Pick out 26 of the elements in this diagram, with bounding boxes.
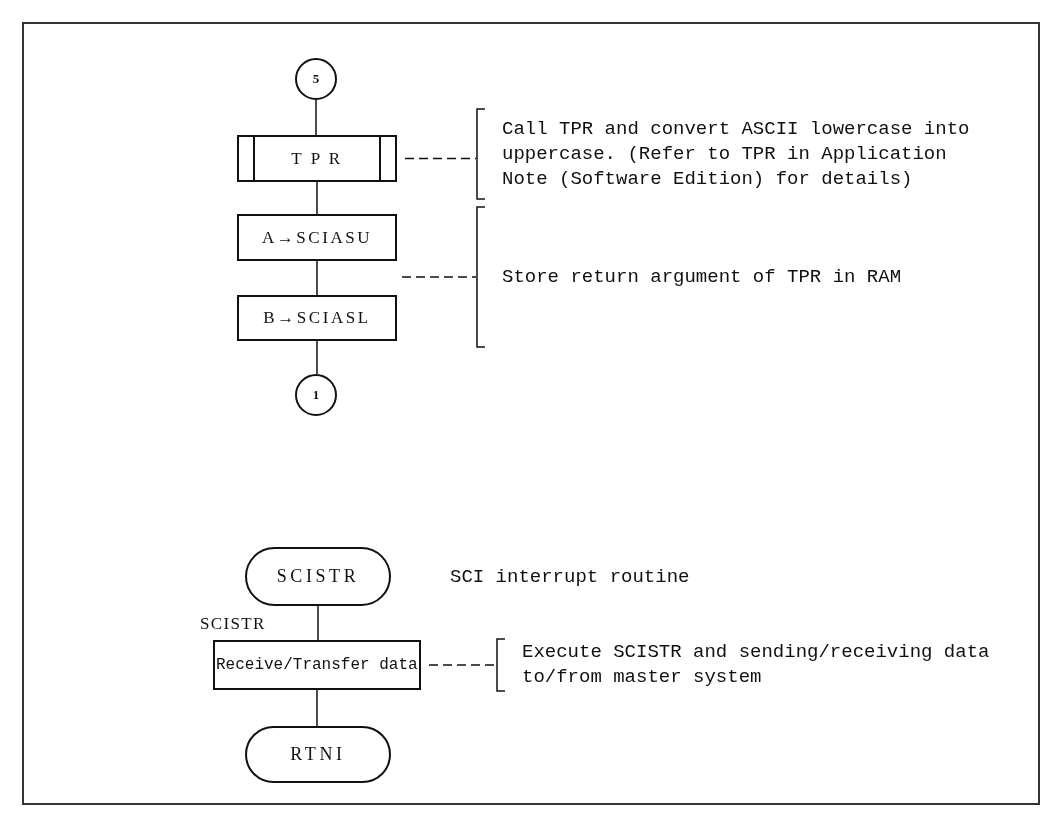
dashed-leader-line — [404, 157, 477, 160]
subroutine-box — [237, 135, 397, 182]
dashed-leader-line — [428, 664, 497, 666]
node-label: SCISTR — [276, 565, 360, 588]
side-note: SCI interrupt routine — [450, 565, 690, 590]
flow-line — [316, 181, 318, 215]
node-label: T P R — [291, 147, 343, 170]
comment-text: Execute SCISTR and sending/receiving data to/from master system — [522, 640, 991, 690]
process-box — [213, 640, 421, 690]
process-box — [237, 295, 397, 341]
side-note: SCISTR — [200, 613, 266, 635]
comment-text: Call TPR and convert ASCII lowercase into uppercase. (Refer to TPR in Application Note (Software Edition) for details) — [502, 116, 971, 192]
node-label: RTNI — [290, 743, 346, 766]
comment-text: Store return argument of TPR in RAM — [502, 264, 903, 290]
flow-line — [315, 99, 317, 136]
flow-line — [316, 340, 318, 375]
node-label: 1 — [312, 386, 320, 405]
flow-line — [316, 689, 318, 727]
process-box — [237, 214, 397, 261]
node-label: A→SCIASU — [261, 226, 373, 249]
node-label: 5 — [312, 70, 320, 89]
flow-line — [317, 605, 319, 641]
node-label: B→SCIASL — [263, 307, 371, 330]
node-label: Receive/Transfer data — [215, 655, 419, 675]
flow-line — [316, 260, 318, 296]
dashed-leader-line — [401, 276, 477, 278]
